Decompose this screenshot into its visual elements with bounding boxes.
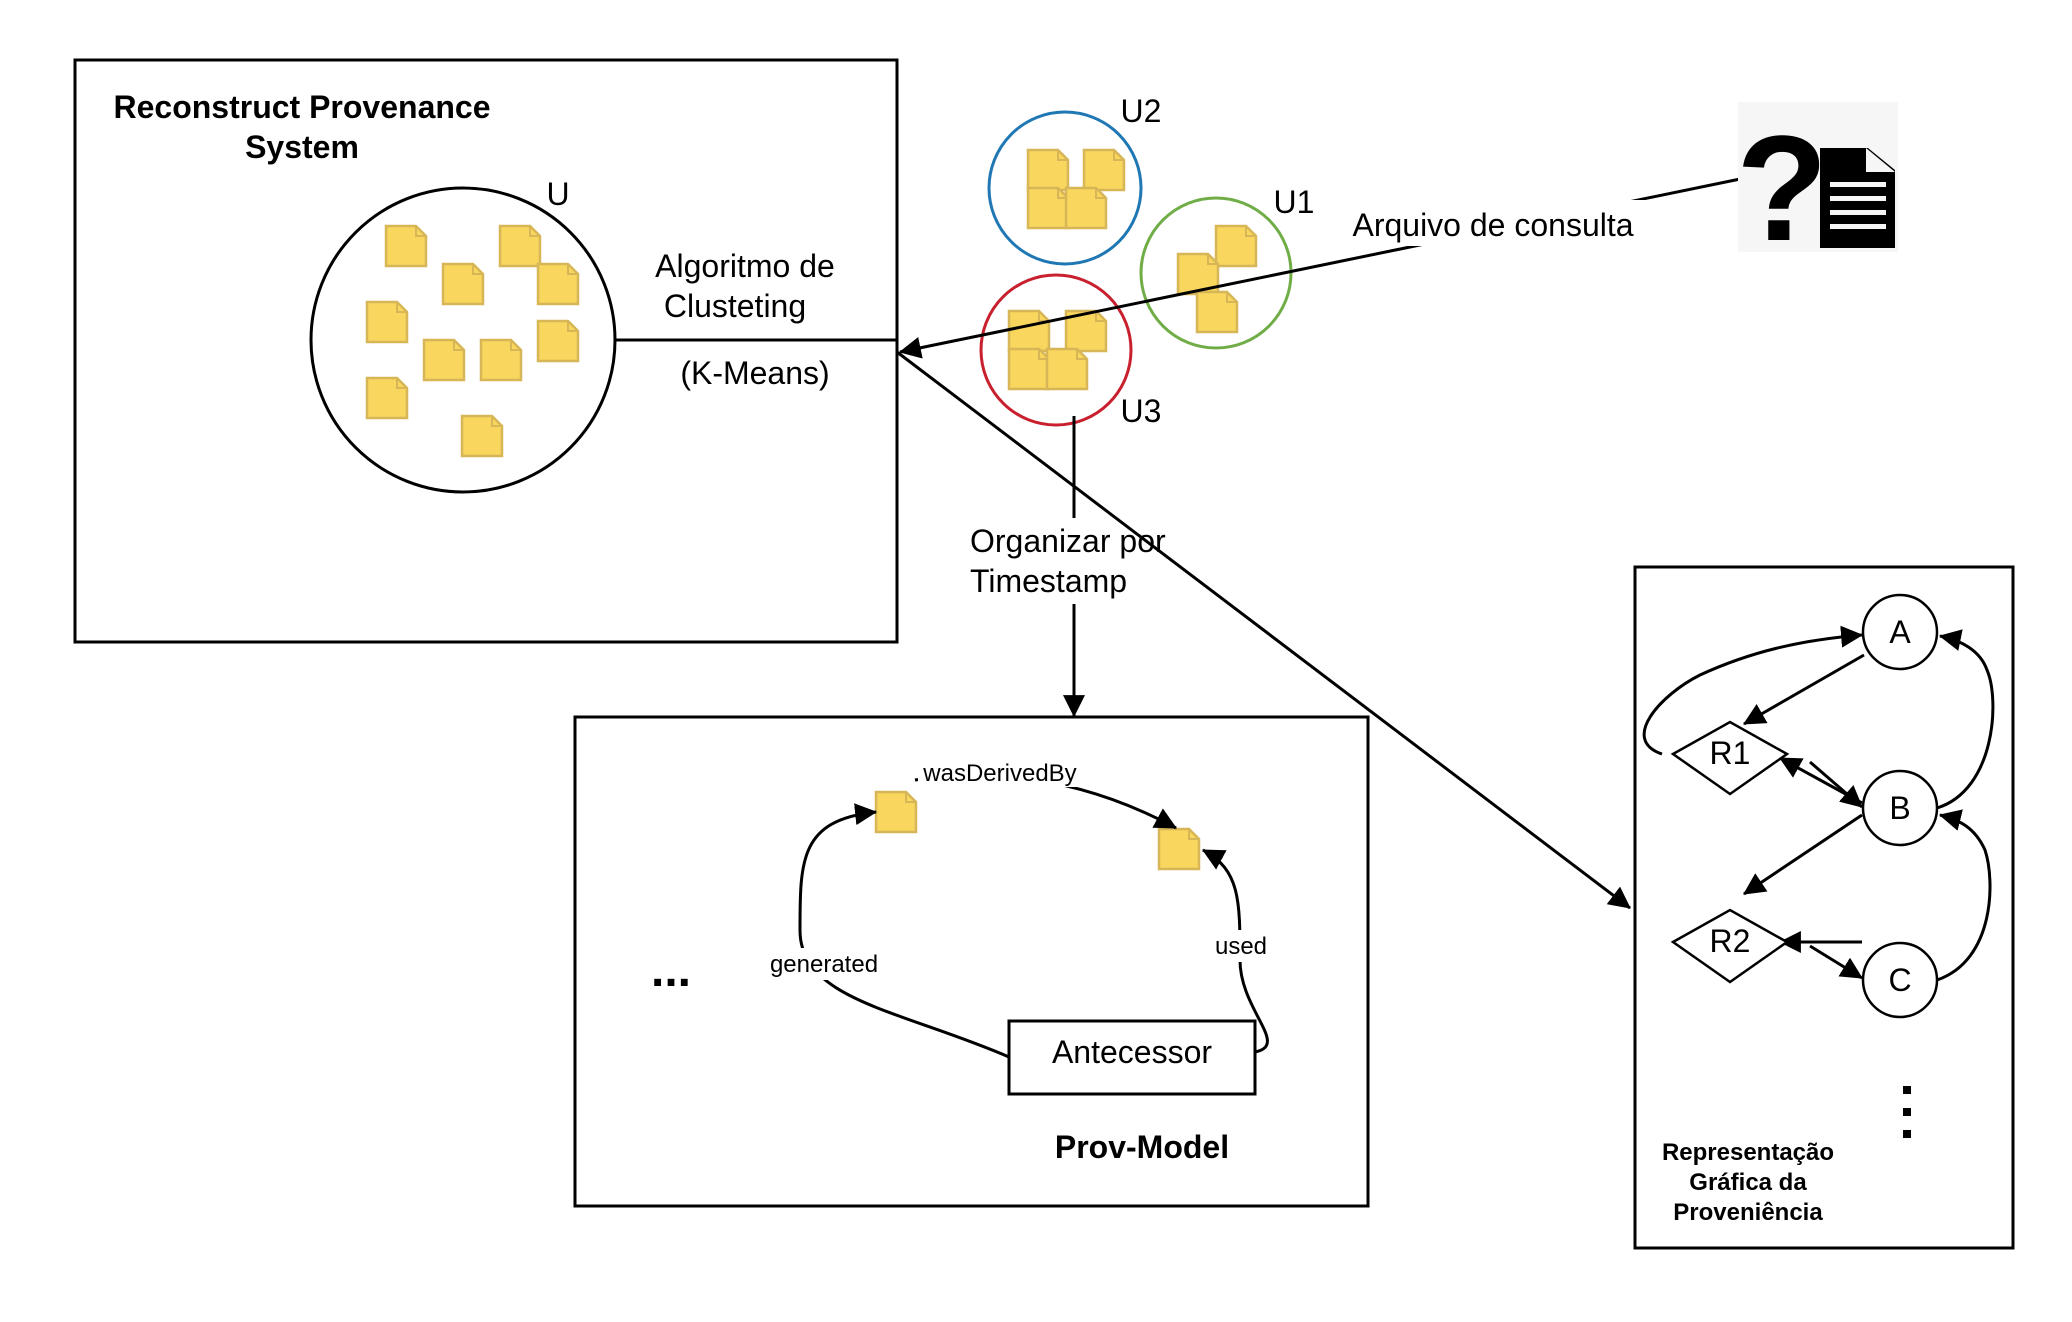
clustering-label-line1: Algoritmo de — [655, 248, 835, 284]
file-note — [1045, 347, 1089, 391]
file-note — [1082, 148, 1126, 192]
prov-model-title: Prov-Model — [1055, 1129, 1229, 1165]
file-note — [422, 338, 466, 382]
was-derived-by-bg — [918, 757, 1084, 787]
edge-r1-a — [1642, 625, 1864, 756]
file-note — [441, 262, 485, 306]
system-title-line2: System — [245, 129, 359, 165]
graph-node-b — [1861, 769, 1939, 847]
file-note — [1026, 186, 1070, 230]
system-title-line1: Reconstruct Provenance — [113, 89, 490, 125]
file-note — [384, 224, 428, 268]
antecessor-label: Antecessor — [1052, 1034, 1212, 1070]
file-note — [1007, 309, 1051, 353]
query-label-bg — [1338, 200, 1648, 246]
used-bg — [1208, 930, 1274, 962]
cluster-u3: U3 — [979, 273, 1162, 429]
cluster-u2-label: U2 — [1121, 93, 1162, 129]
file-note-entity-2 — [1157, 827, 1201, 871]
cluster-u1-label: U1 — [1274, 184, 1315, 220]
cluster-u1: U1 — [1139, 184, 1315, 350]
file-note-entity-1 — [874, 790, 918, 834]
query-label: Arquivo de consulta — [1352, 207, 1633, 243]
graph-box: A B C R1 R2 ... Representação Gráfica da… — [1633, 565, 2015, 1250]
edge-c-b — [1936, 809, 1992, 982]
graph-title-line2: Gráfica da — [1689, 1169, 1807, 1196]
graph-arrow — [896, 350, 1631, 910]
used-label: used — [1215, 933, 1267, 960]
edge-a-r1 — [1743, 653, 1865, 726]
generated-bg — [763, 948, 885, 980]
file-note — [1064, 186, 1108, 230]
organize-label-bg — [966, 518, 1176, 604]
file-note — [1214, 224, 1258, 268]
prov-model-box: wasDerivedBy Antecessor generated used .… — [573, 715, 1370, 1208]
generated-label: generated — [770, 951, 878, 978]
edge-r2-c — [1809, 944, 1863, 980]
was-derived-by-label: wasDerivedBy — [922, 760, 1076, 787]
file-note — [365, 300, 409, 344]
organize-label-line1: Organizar por — [970, 523, 1166, 559]
graph-node-a — [1861, 593, 1939, 671]
file-set-u-label: U — [546, 176, 569, 212]
graph-node-b-label: B — [1889, 790, 1910, 826]
graph-node-c-label: C — [1888, 962, 1911, 998]
graph-node-a-label: A — [1889, 614, 1911, 650]
generated-edge — [798, 803, 1010, 1059]
antecessor-box — [1007, 1019, 1257, 1096]
file-note — [460, 414, 504, 458]
file-note — [1195, 290, 1239, 334]
graph-node-r2 — [1670, 908, 1790, 984]
graph-ellipsis — [1903, 1086, 1911, 1138]
organize-label-line2: Timestamp — [970, 563, 1127, 599]
file-note — [365, 376, 409, 420]
file-note — [498, 224, 542, 268]
question-document-icon: ? — [1736, 102, 1898, 272]
file-note — [536, 262, 580, 306]
graph-node-r2-label: R2 — [1710, 923, 1751, 959]
graph-node-r1 — [1670, 720, 1790, 796]
clustering-label-line2: Clusteting — [664, 288, 806, 324]
graph-title-line1: Representação — [1662, 1139, 1834, 1166]
system-box: Reconstruct Provenance System U — [73, 58, 899, 644]
graph-frame — [1633, 565, 2015, 1250]
file-note — [1007, 347, 1051, 391]
graph-title-line3: Proveniência — [1673, 1199, 1823, 1226]
edge-b-a — [1936, 629, 1995, 810]
graph-node-r1-label: R1 — [1710, 735, 1751, 771]
edge-b-r2 — [1743, 813, 1863, 896]
prov-ellipsis: ... — [651, 944, 691, 997]
cluster-u3-label: U3 — [1121, 393, 1162, 429]
file-note — [536, 319, 580, 363]
clustering-label-line3: (K-Means) — [680, 355, 829, 391]
graph-node-c — [1861, 941, 1939, 1019]
file-note — [479, 338, 523, 382]
file-note — [1026, 148, 1070, 192]
cluster-u2: U2 — [987, 93, 1162, 266]
edge-r1-b — [1809, 760, 1863, 809]
question-mark: ? — [1736, 104, 1828, 272]
